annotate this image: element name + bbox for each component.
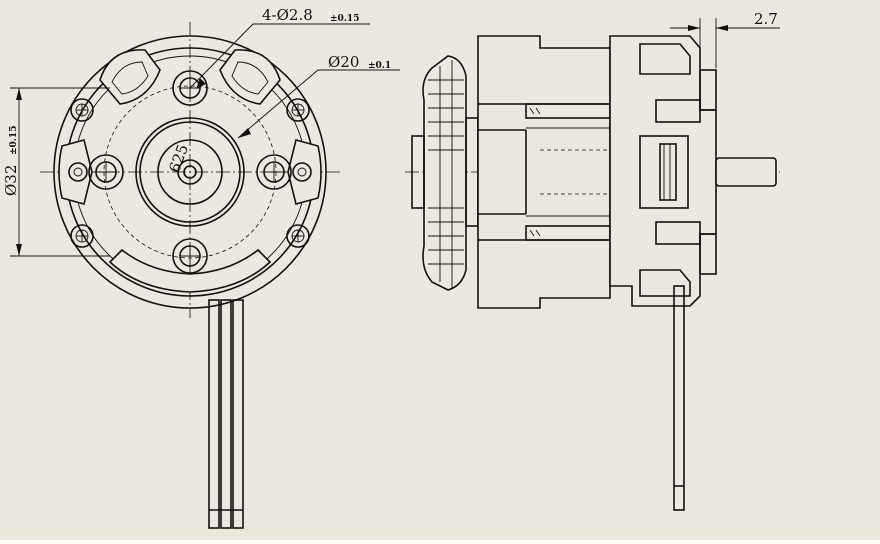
boss-inner-ring bbox=[139, 121, 241, 223]
stator-body bbox=[477, 35, 611, 309]
mounting-screws bbox=[68, 98, 312, 248]
outer-housing-ring bbox=[53, 35, 327, 309]
holes-label: 4-Ø2.8 bbox=[262, 6, 313, 24]
fan-cap bbox=[411, 55, 479, 291]
shaft-inner bbox=[183, 165, 197, 179]
boss-tolerance: ±0.1 bbox=[368, 61, 391, 71]
shaft-offset-dimension: 2.7 bbox=[670, 10, 780, 68]
outer-diameter-label: Ø32 bbox=[2, 165, 20, 196]
boss-leader: Ø20 ±0.1 bbox=[237, 53, 400, 139]
boss-label: Ø20 bbox=[328, 53, 359, 71]
shaft-offset-label: 2.7 bbox=[754, 10, 778, 28]
mounting-holes bbox=[88, 70, 292, 274]
outer-diameter-dimension: Ø32 ±0.15 bbox=[2, 87, 110, 257]
clip-lobes bbox=[58, 49, 322, 293]
shaft bbox=[715, 157, 777, 187]
side-lead-wire bbox=[673, 285, 685, 511]
outer-diameter-tolerance: ±0.15 bbox=[9, 126, 19, 155]
holes-leader: 4-Ø2.8 ±0.15 bbox=[189, 6, 370, 89]
boss-outer-ring bbox=[135, 117, 245, 227]
front-view: 625 Ø32 ±0.15 4-Ø2.8 ±0.15 bbox=[2, 6, 400, 529]
front-endbell bbox=[609, 35, 717, 307]
shaft-outer bbox=[177, 159, 203, 185]
holes-tolerance: ±0.15 bbox=[330, 14, 359, 24]
bearing-ring bbox=[157, 139, 223, 205]
lead-wires bbox=[208, 299, 244, 529]
side-view: 2.7 bbox=[405, 10, 780, 511]
